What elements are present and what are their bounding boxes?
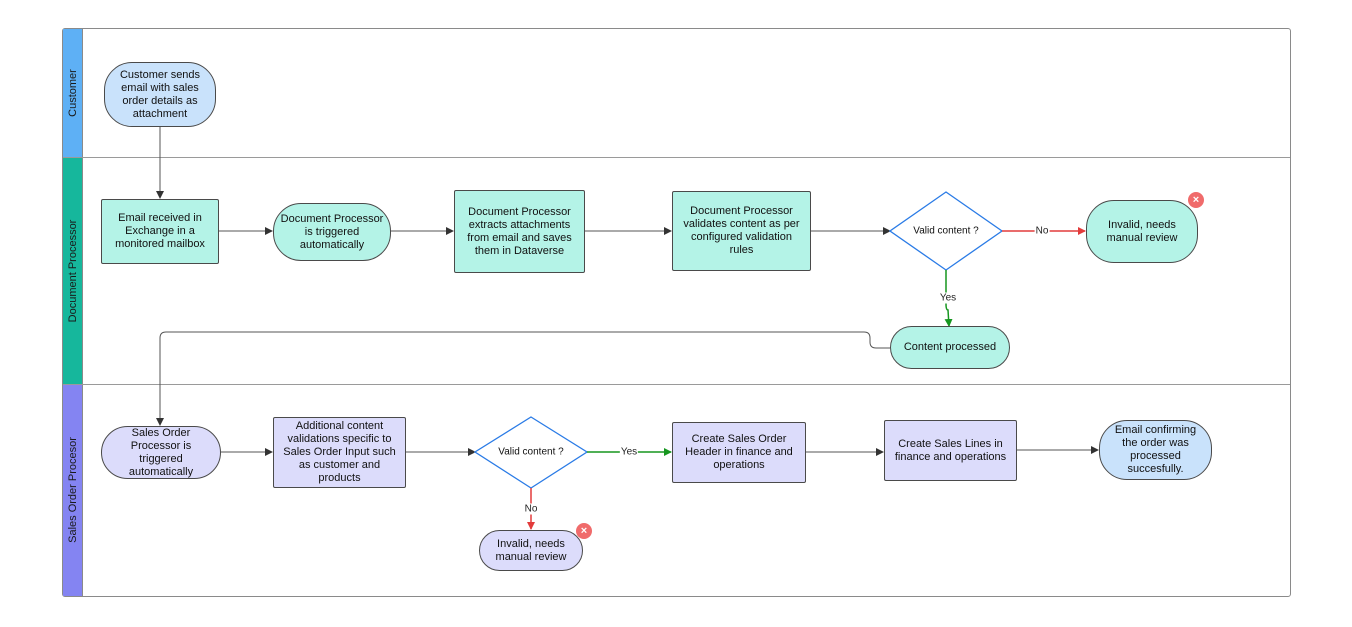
node-create-sales-order-header: Create Sales Order Header in finance and… [672,422,806,483]
edge-label-yes-1: Yes [938,292,958,304]
lane-separator [63,157,1290,158]
error-close-icon: × [1188,192,1204,208]
edge-label-no-1: No [1034,225,1050,237]
node-document-processor-validates: Document Processor validates content as … [672,191,811,271]
decision-label-valid-content-1: Valid content ? [913,225,979,237]
lane-sales-order-processor: Sales Order Procesor [63,384,83,596]
node-invalid-manual-review-2: Invalid, needs manual review [479,530,583,571]
node-document-processor-extracts: Document Processor extracts attachments … [454,190,585,273]
node-create-sales-lines: Create Sales Lines in finance and operat… [884,420,1017,481]
lane-customer: Customer [63,29,83,157]
edge-label-no-2: No [523,503,539,515]
lane-document-processor: Document Processor [63,157,83,384]
decision-label-valid-content-2: Valid content ? [498,446,564,458]
edge-processed-to-sales [156,331,890,426]
node-invalid-manual-review-1: Invalid, needs manual review [1086,200,1198,263]
node-sales-order-processor-triggered: Sales Order Processor is triggered autom… [101,426,221,479]
node-additional-validations: Additional content validations specific … [273,417,406,488]
node-email-confirming-order: Email confirming the order was processed… [1099,420,1212,480]
edge-decision1-yes [944,270,953,327]
diagram-frame [62,28,1291,597]
error-close-icon: × [576,523,592,539]
node-document-processor-triggered: Document Processor is triggered automati… [273,203,391,261]
lane-separator [63,384,1290,385]
node-content-processed: Content processed [890,326,1010,369]
node-email-received: Email received in Exchange in a monitore… [101,199,219,264]
node-customer-sends-email: Customer sends email with sales order de… [104,62,216,127]
edge-label-yes-2: Yes [619,446,639,458]
